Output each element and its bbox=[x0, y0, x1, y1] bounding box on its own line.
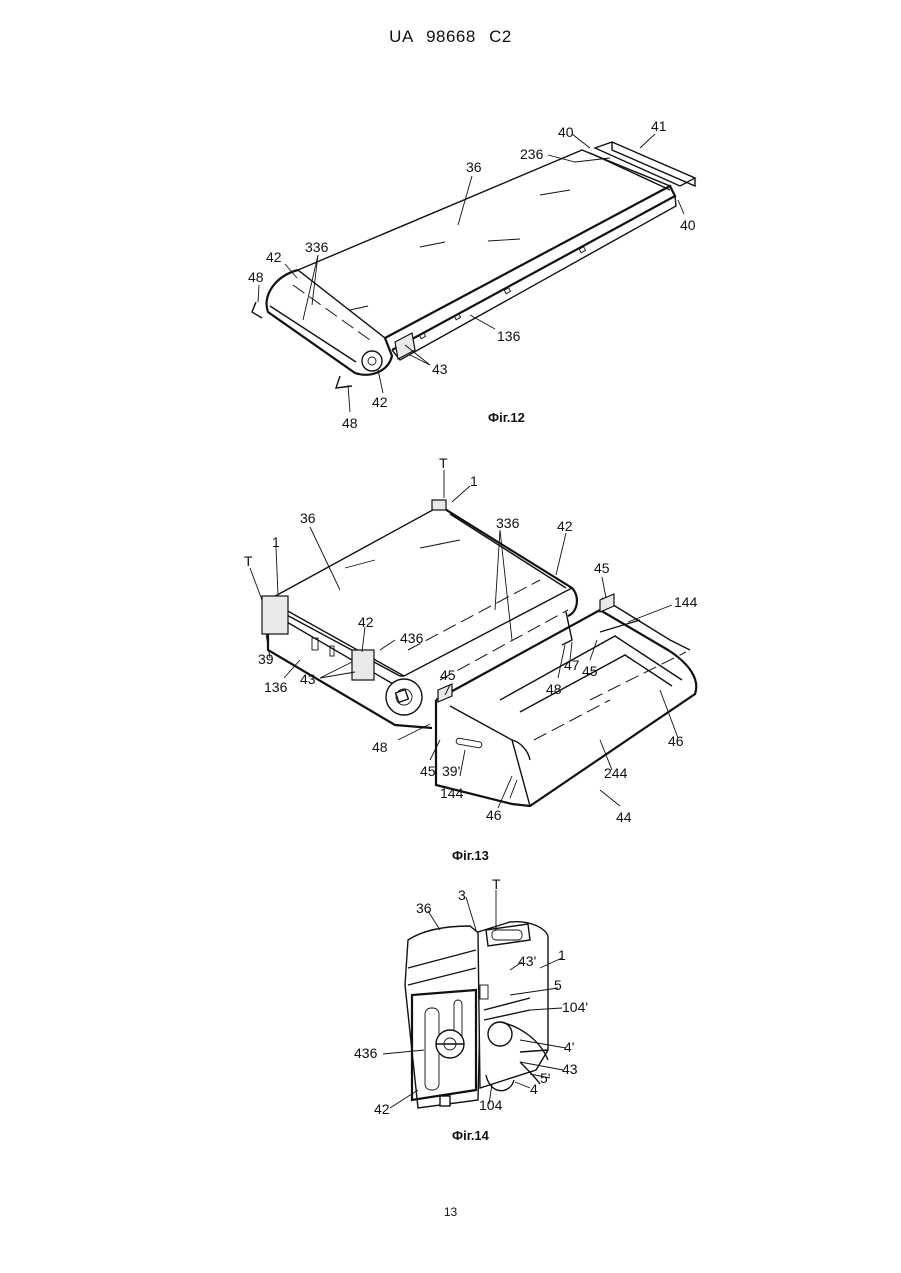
fig12-label: 43 bbox=[432, 361, 448, 377]
fig14-label: 3 bbox=[458, 887, 466, 903]
figure-14-caption: Фіг.14 bbox=[452, 1128, 490, 1143]
fig13-label: 44 bbox=[616, 809, 632, 825]
figure-13-labels: T 1 36 336 42 45 144 T 1 42 436 39 136 4… bbox=[244, 455, 698, 863]
fig14-label: 104' bbox=[562, 999, 588, 1015]
page-number: 13 bbox=[0, 1205, 901, 1219]
fig14-label: 5 bbox=[554, 977, 562, 993]
fig13-label: 42 bbox=[358, 614, 374, 630]
fig14-label: 4 bbox=[530, 1081, 538, 1097]
fig12-label: 40 bbox=[558, 124, 574, 140]
fig13-label: 47 bbox=[564, 657, 580, 673]
fig13-label: 39 bbox=[258, 651, 274, 667]
fig13-label: 136 bbox=[264, 679, 288, 695]
fig14-label: 104 bbox=[479, 1097, 503, 1113]
fig13-label: 45 bbox=[582, 663, 598, 679]
fig13-label: 1 bbox=[470, 473, 478, 489]
figure-12-caption: Фіг.12 bbox=[488, 410, 525, 425]
fig12-label: 136 bbox=[497, 328, 521, 344]
fig13-label: 336 bbox=[496, 515, 520, 531]
figure-13 bbox=[250, 470, 696, 808]
figure-13-caption: Фіг.13 bbox=[452, 848, 489, 863]
fig12-label: 42 bbox=[266, 249, 282, 265]
fig13-label: 1 bbox=[272, 534, 280, 550]
fig13-label: 46 bbox=[486, 807, 502, 823]
fig13-label: 43 bbox=[300, 671, 316, 687]
fig13-label: 144 bbox=[440, 785, 464, 801]
fig13-label: 244 bbox=[604, 765, 628, 781]
fig13-label: T bbox=[439, 455, 448, 471]
fig14-label: 436 bbox=[354, 1045, 378, 1061]
fig13-label: 36 bbox=[300, 510, 316, 526]
fig14-label: 5' bbox=[540, 1070, 550, 1086]
fig13-label: 45 bbox=[420, 763, 436, 779]
fig12-label: 48 bbox=[248, 269, 264, 285]
fig14-label: 1 bbox=[558, 947, 566, 963]
fig13-label: 48 bbox=[546, 681, 562, 697]
fig14-label: 4' bbox=[564, 1039, 574, 1055]
fig13-label: 45 bbox=[440, 667, 456, 683]
fig13-label: 48 bbox=[372, 739, 388, 755]
fig13-label: 39' bbox=[442, 763, 460, 779]
fig14-label: T bbox=[492, 876, 501, 892]
fig13-label: 45 bbox=[594, 560, 610, 576]
fig14-label: 36 bbox=[416, 900, 432, 916]
fig12-label: 41 bbox=[651, 118, 667, 134]
fig12-label: 42 bbox=[372, 394, 388, 410]
fig12-label: 40 bbox=[680, 217, 696, 233]
fig13-label: 46 bbox=[668, 733, 684, 749]
fig14-label: 43' bbox=[518, 953, 536, 969]
fig14-label: 42 bbox=[374, 1101, 390, 1117]
patent-drawings: 40 41 236 36 40 42 336 48 136 43 42 48 Ф… bbox=[0, 0, 901, 1200]
fig14-label: 43 bbox=[562, 1061, 578, 1077]
figure-14 bbox=[383, 890, 566, 1108]
figure-12 bbox=[252, 134, 695, 412]
fig12-label: 48 bbox=[342, 415, 358, 431]
fig12-label: 336 bbox=[305, 239, 329, 255]
fig13-label: 144 bbox=[674, 594, 698, 610]
fig13-label: T bbox=[244, 553, 253, 569]
fig12-label: 36 bbox=[466, 159, 482, 175]
fig13-label: 42 bbox=[557, 518, 573, 534]
fig12-label: 236 bbox=[520, 146, 544, 162]
fig13-label: 436 bbox=[400, 630, 424, 646]
